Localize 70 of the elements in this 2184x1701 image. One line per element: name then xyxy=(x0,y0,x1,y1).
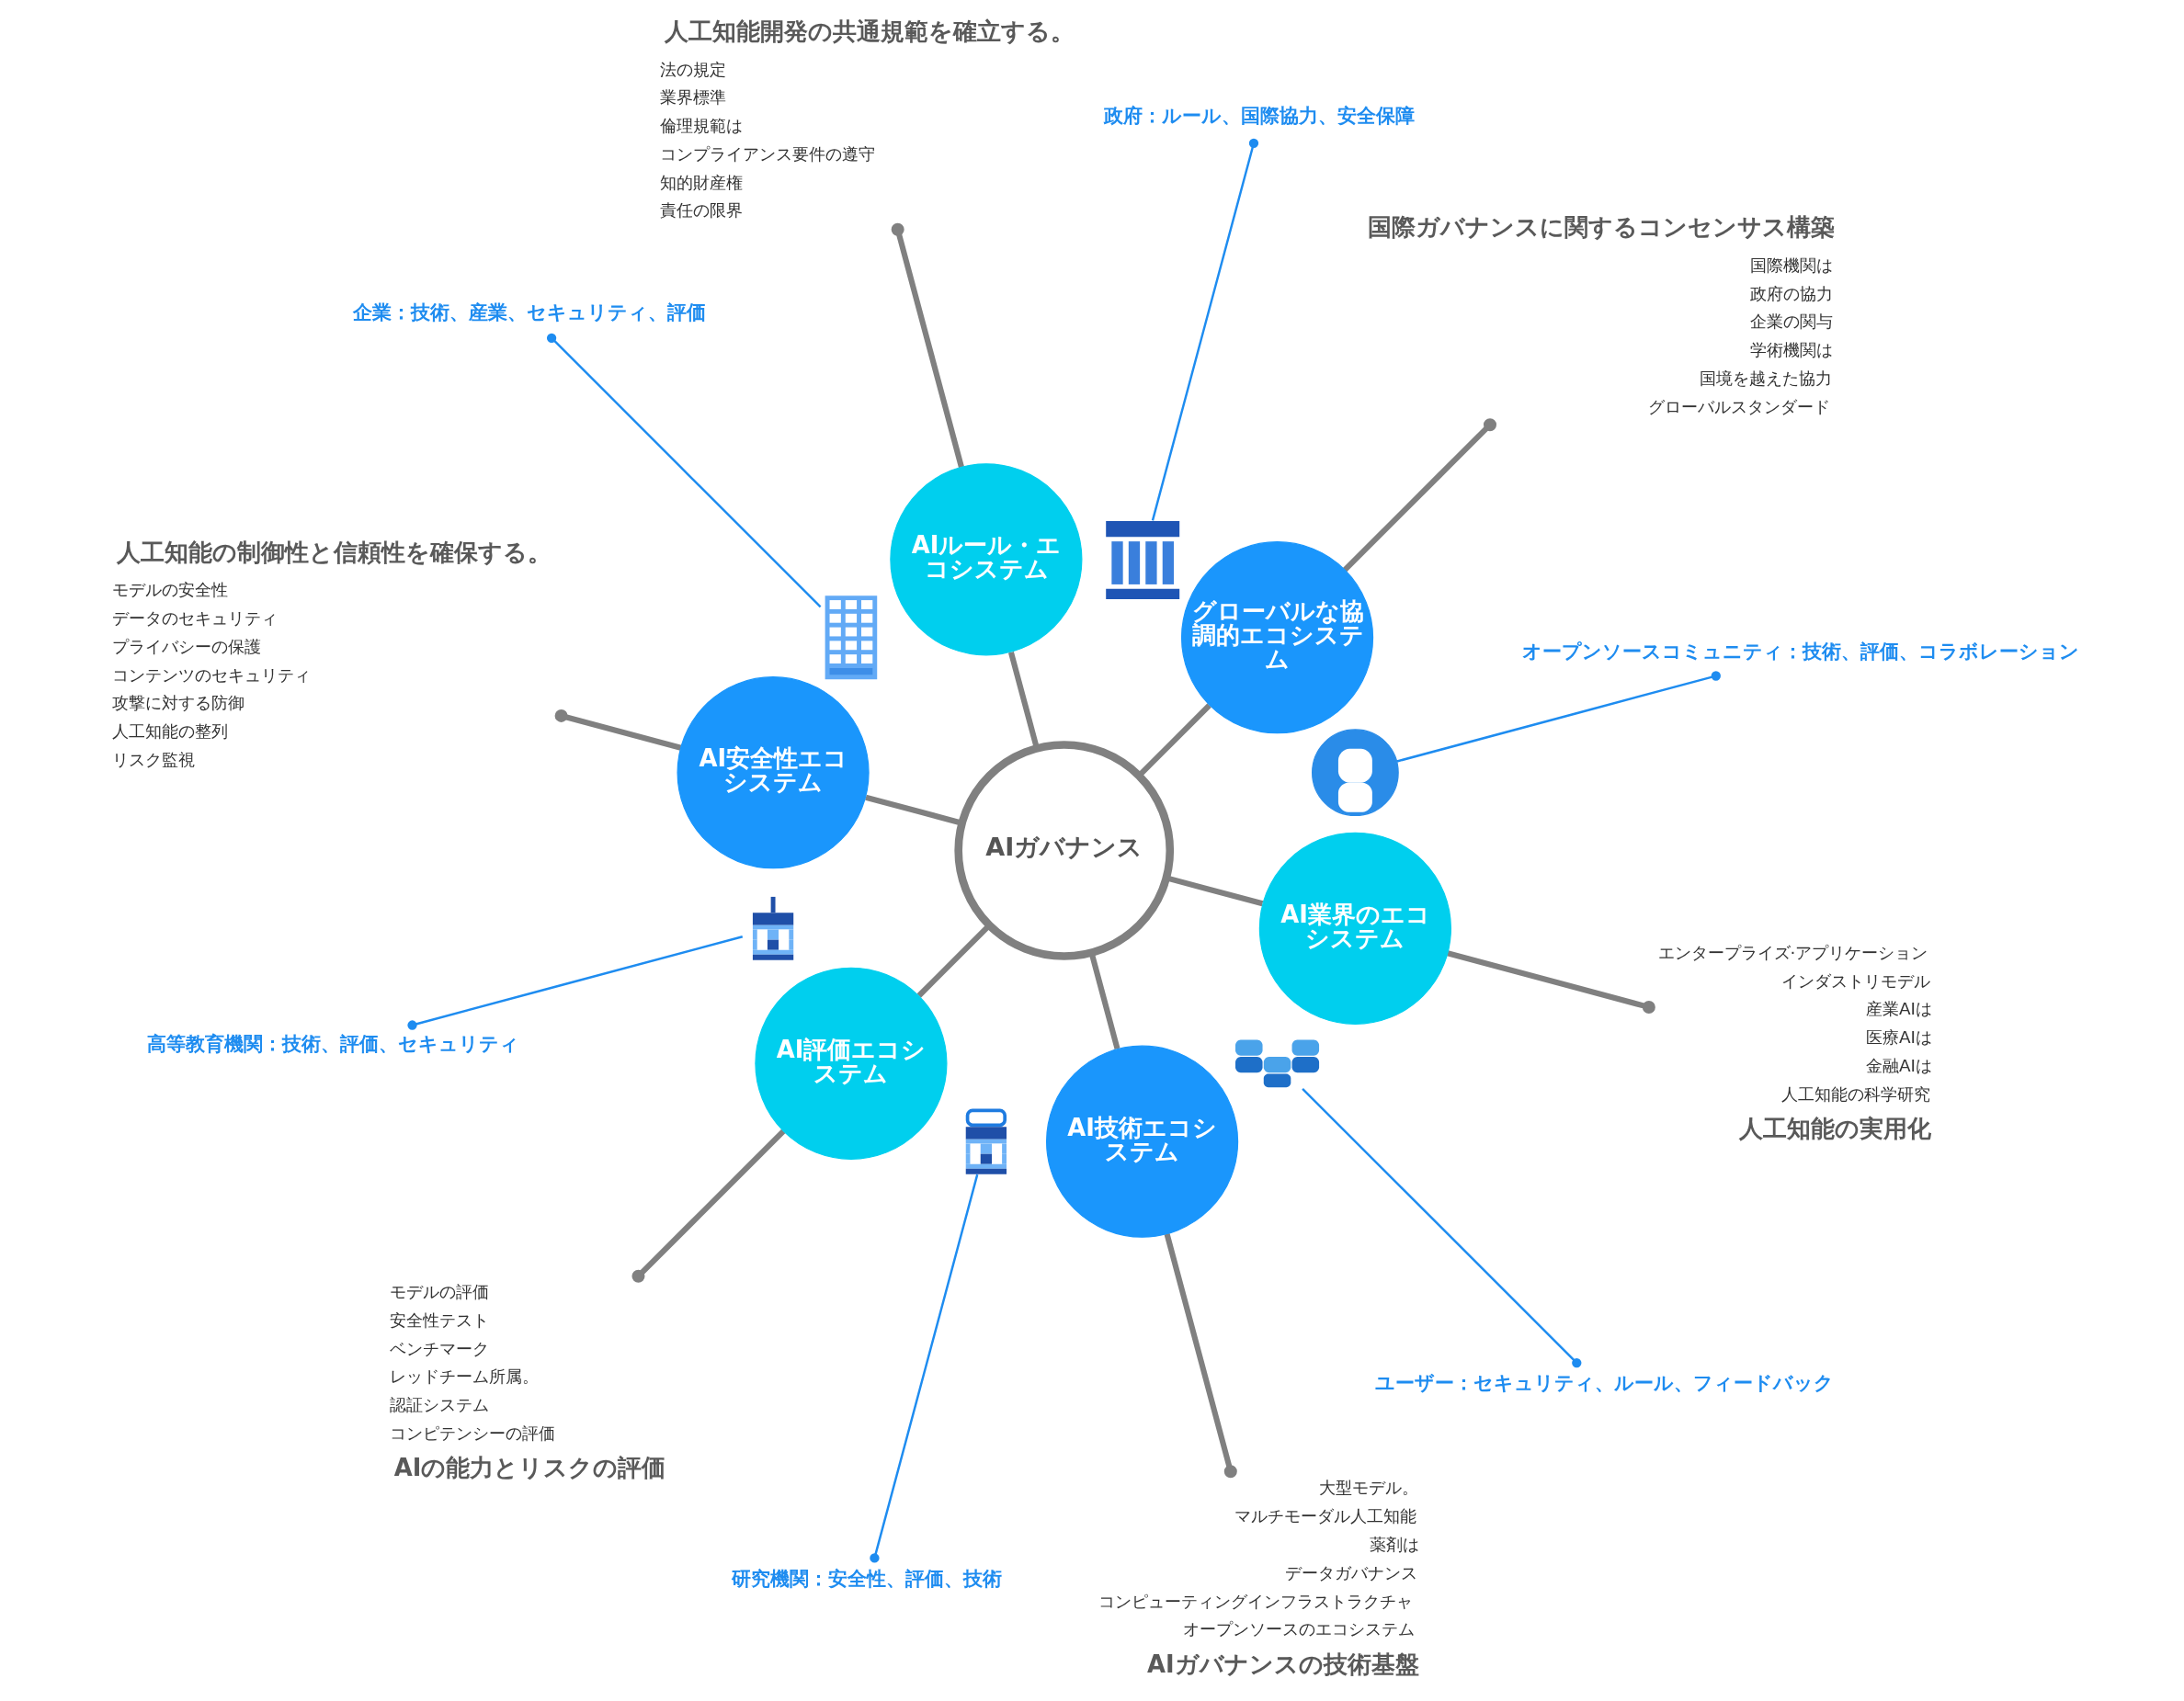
node-label: レッドチーム所属。 xyxy=(389,1366,539,1387)
node-label: 国際機関は xyxy=(1749,255,1833,275)
connector xyxy=(554,709,681,751)
node-label: グローバルスタンダード xyxy=(1647,396,1830,416)
node-text: ユーザー：セキュリティ、ルール、フィードバック xyxy=(1374,1371,1834,1394)
node-label: 安全性テスト xyxy=(389,1310,489,1330)
node-label: 認証システム xyxy=(389,1395,489,1415)
node-label: 学術機関は xyxy=(1749,340,1833,360)
node-label: 倫理規範は xyxy=(659,116,743,136)
node-circle: AI評価エコシステム xyxy=(754,967,948,1160)
node-label: 人工知能の科学研究 xyxy=(1780,1083,1930,1104)
node-text: 高等教育機関：技術、評価、セキュリティ xyxy=(146,1032,519,1055)
node-text: AIガバナンスの技術基盤 xyxy=(1146,1650,1419,1678)
node-text: 国際ガバナンスに関するコンセンサス構築 xyxy=(1367,213,1835,242)
connector xyxy=(1151,138,1258,521)
node-label: 攻撃に対する防御 xyxy=(111,693,245,713)
node-circle: AIガバナンス xyxy=(953,741,1174,960)
node-circle: AI業界のエコシステム xyxy=(1258,832,1451,1025)
node-label: 政府の協力 xyxy=(1749,283,1833,303)
node-text: 企業：技術、産業、セキュリティ、評価 xyxy=(352,301,706,323)
node-text: 研究機関：安全性、評価、技術 xyxy=(731,1568,1002,1591)
node-circle: AI技術エコシステム xyxy=(1045,1045,1238,1238)
node-label: 国境を越えた協力 xyxy=(1699,368,1832,388)
node-label: ベンチマーク xyxy=(389,1338,489,1358)
node-label: データガバナンス xyxy=(1284,1562,1417,1582)
connector xyxy=(1342,418,1496,573)
node-label: コンプライアンス要件の遵守 xyxy=(659,143,875,164)
node-label: オープンソースのエコシステム xyxy=(1182,1619,1415,1639)
node-text: 人工知能開発の共通規範を確立する。 xyxy=(664,17,1075,46)
node-label: 医療AIは xyxy=(1865,1027,1932,1048)
node-label: モデルの安全性 xyxy=(111,580,228,600)
connector xyxy=(406,936,743,1030)
node-label: データのセキュリティ xyxy=(111,608,278,629)
node-label: マルチモーダル人工知能 xyxy=(1234,1506,1416,1526)
node-label: リスク監視 xyxy=(111,749,195,769)
node-picture xyxy=(1311,729,1399,817)
connector xyxy=(1164,1232,1237,1479)
node-label: コンテンツのセキュリティ xyxy=(111,664,311,685)
connector xyxy=(1396,671,1721,763)
node-label: 知的財産権 xyxy=(659,172,743,192)
connector xyxy=(869,1174,978,1563)
node-circle: グローバルな協調的エコシステム xyxy=(1180,541,1373,734)
connector xyxy=(631,1128,786,1283)
connector xyxy=(1446,950,1655,1014)
node-label: インダストリモデル xyxy=(1780,970,1930,991)
node-text: AIの能力とリスクの評価 xyxy=(393,1454,665,1482)
node-label: 金融AIは xyxy=(1865,1055,1932,1075)
node-text: オープンソースコミュニティ：技術、評価、コラボレーション xyxy=(1521,641,2079,663)
node-label: プライバシーの保護 xyxy=(111,636,261,656)
connector xyxy=(891,222,964,469)
node-label: モデルの評価 xyxy=(389,1282,489,1302)
node-text: 人工知能の制御性と信頼性を確保する。 xyxy=(116,538,552,566)
node-text: 人工知能の実用化 xyxy=(1738,1114,1931,1142)
node-circle: AI安全性エコシステム xyxy=(676,676,870,869)
node-label: エンタープライズ·アプリケーション xyxy=(1657,942,1928,962)
node-text: 政府：ルール、国際協力、安全保障 xyxy=(1103,105,1415,128)
node-label: コンピューティングインフラストラクチャ xyxy=(1098,1591,1413,1611)
node-label: コンピテンシーの評価 xyxy=(389,1423,555,1443)
node-label: 人工知能の整列 xyxy=(111,721,228,742)
connector xyxy=(546,333,821,608)
node-picture xyxy=(825,595,877,680)
node-label: 大型モデル。 xyxy=(1318,1478,1418,1498)
node-circle: AIルール・エコシステム xyxy=(889,463,1082,656)
node-label: 責任の限界 xyxy=(659,200,743,221)
node-label: 業界標準 xyxy=(659,87,726,108)
node-label: 企業の関与 xyxy=(1749,312,1833,332)
node-label: 法の規定 xyxy=(659,59,726,79)
node-label: 薬剤は xyxy=(1369,1534,1419,1554)
node-label: 産業AIは xyxy=(1865,999,1932,1019)
connector xyxy=(1301,1087,1581,1368)
